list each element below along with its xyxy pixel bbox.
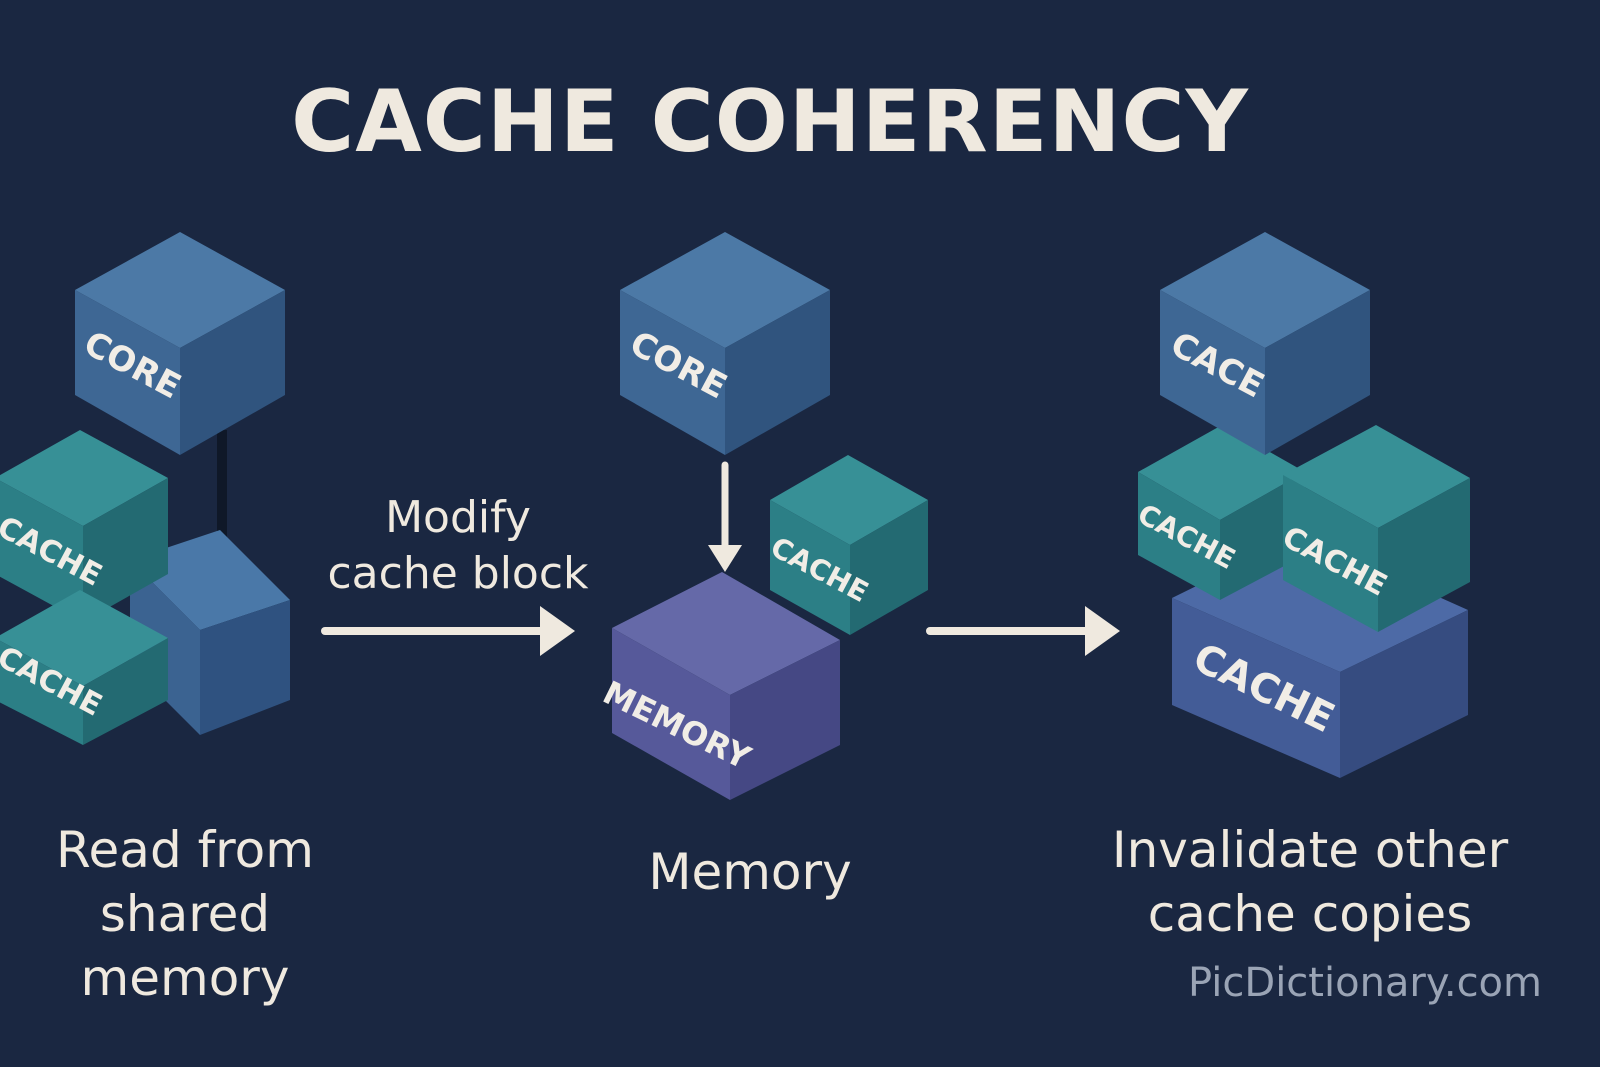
modify-arrow [321, 606, 575, 656]
arrow-label-line-1: Modify [385, 492, 531, 543]
page-title: CACHE COHERENCY [291, 72, 1249, 172]
modify-cache-block-label: Modify cache block [318, 490, 598, 602]
mid-cache-block: CACHE [765, 455, 928, 635]
right-cache-right-block: CACHE [1276, 425, 1470, 632]
watermark: PicDictionary.com [1188, 960, 1542, 1006]
caption-memory: Memory [600, 840, 900, 904]
right-top-block: CACE [1160, 232, 1370, 455]
caption-read-from-shared-memory: Read from shared memory [0, 818, 370, 1010]
caption-right-line-1: Invalidate other [1111, 821, 1509, 879]
mid-core-block: CORE [620, 232, 830, 455]
invalidate-arrow [926, 606, 1120, 656]
left-core-block: CORE [75, 232, 285, 455]
caption-left-line-2: shared memory [80, 885, 290, 1007]
arrow-label-line-2: cache block [327, 548, 589, 599]
caption-invalidate-other-cache-copies: Invalidate other cache copies [1090, 818, 1530, 946]
caption-right-line-2: cache copies [1147, 885, 1473, 943]
left-cache-bottom-block: CACHE [0, 590, 168, 745]
caption-middle-text: Memory [648, 843, 852, 901]
down-arrow [708, 461, 742, 572]
left-cache-top-block: CACHE [0, 430, 168, 622]
caption-left-line-1: Read from [56, 821, 314, 879]
